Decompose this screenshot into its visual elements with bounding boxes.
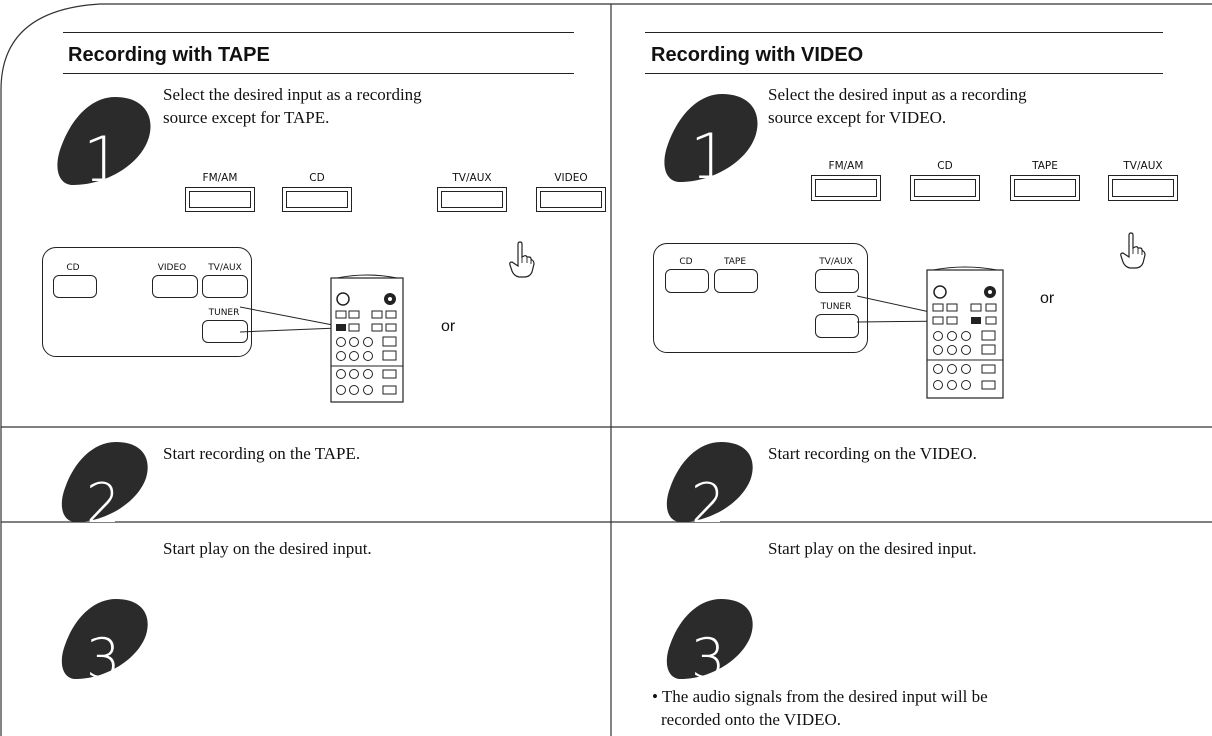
right-title-bottom-rule <box>645 73 1163 74</box>
right-remote-label-tvaux: TV/AUX <box>819 257 853 267</box>
right-step3-number: 3 <box>691 627 725 679</box>
left-remote-label-tvaux: TV/AUX <box>208 263 242 273</box>
right-step2-text: Start recording on the VIDEO. <box>768 444 977 463</box>
right-panel-label-fmam: FM/AM <box>828 160 864 172</box>
left-title-bottom-rule <box>63 73 574 74</box>
left-panel-label-tvaux: TV/AUX <box>452 172 492 184</box>
right-panel-button-fmam[interactable] <box>811 175 881 201</box>
left-remote-label-cd: CD <box>66 263 80 273</box>
left-step1-text-line1: Select the desired input as a recording <box>163 85 422 104</box>
right-step3-number-badge: 3 <box>666 599 753 679</box>
right-remote-button-tvaux[interactable] <box>815 269 859 293</box>
right-remote-button-tuner[interactable] <box>815 314 859 338</box>
left-step1-number-badge: 1 <box>57 97 151 187</box>
right-step3-text: Start play on the desired input. <box>768 539 977 558</box>
right-panel-label-tape: TAPE <box>1032 160 1058 172</box>
right-remote-label-tape: TAPE <box>723 257 747 267</box>
left-panel-label-video: VIDEO <box>554 172 588 184</box>
right-remote-label-cd: CD <box>679 257 693 267</box>
right-step3-note-line2: recorded onto the VIDEO. <box>661 710 842 729</box>
right-step1-text-line1: Select the desired input as a recording <box>768 85 1027 104</box>
right-panel-button-tvaux[interactable] <box>1108 175 1178 201</box>
left-remote-button-cd[interactable] <box>53 275 97 298</box>
left-panel-button-video[interactable] <box>536 187 606 212</box>
right-step1-number-badge: 1 <box>664 94 758 184</box>
left-panel-button-cd[interactable] <box>282 187 352 212</box>
right-section-title: Recording with VIDEO <box>651 44 864 66</box>
left-section-title: Recording with TAPE <box>68 44 270 66</box>
left-step1-number: 1 <box>83 123 122 187</box>
left-step3-number: 3 <box>86 627 120 679</box>
left-panel-button-fmam[interactable] <box>185 187 255 212</box>
left-step3-number-badge: 3 <box>61 599 148 679</box>
left-step2-text: Start recording on the TAPE. <box>163 444 361 463</box>
left-step3-text: Start play on the desired input. <box>163 539 372 558</box>
right-step1-text-line2: source except for VIDEO. <box>768 108 947 127</box>
left-remote-button-video[interactable] <box>152 275 198 298</box>
left-or-label: or <box>441 318 456 335</box>
left-panel-button-tvaux[interactable] <box>437 187 507 212</box>
right-panel-label-tvaux: TV/AUX <box>1123 160 1163 172</box>
left-step1-text-line2: source except for TAPE. <box>163 108 330 127</box>
left-step2-number: 2 <box>86 472 120 522</box>
right-panel-label-cd: CD <box>937 160 953 172</box>
left-panel-label-fmam: FM/AM <box>202 172 238 184</box>
left-panel-label-cd: CD <box>309 172 325 184</box>
right-remote-label-tuner: TUNER <box>820 302 852 312</box>
left-step2-number-badge: 2 <box>61 442 148 522</box>
left-remote-label-video: VIDEO <box>157 263 187 273</box>
right-remote-button-tape[interactable] <box>714 269 758 293</box>
right-step2-number-badge: 2 <box>666 442 753 522</box>
right-remote-control-image <box>857 266 1004 399</box>
right-panel-button-cd[interactable] <box>910 175 980 201</box>
right-remote-button-cd[interactable] <box>665 269 709 293</box>
left-remote-label-tuner: TUNER <box>208 308 240 318</box>
left-title-top-rule <box>63 32 574 33</box>
right-or-label: or <box>1040 290 1055 307</box>
right-step1-number: 1 <box>690 120 729 184</box>
left-remote-control-image <box>240 274 404 403</box>
right-title-top-rule <box>645 32 1163 33</box>
right-hand-pointer-icon <box>1120 232 1146 269</box>
right-panel-button-tape[interactable] <box>1010 175 1080 201</box>
left-hand-pointer-icon <box>509 241 535 278</box>
left-remote-button-tvaux[interactable] <box>202 275 248 298</box>
right-step3-note-line1: • The audio signals from the desired inp… <box>652 687 988 706</box>
right-step2-number: 2 <box>691 472 725 522</box>
